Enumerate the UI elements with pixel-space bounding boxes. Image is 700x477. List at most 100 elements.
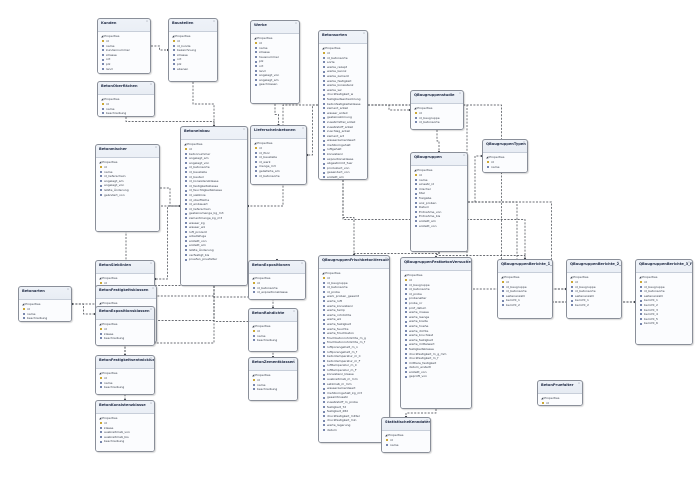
collapse-chevron-icon[interactable]: ˄: [548, 261, 550, 266]
collapse-chevron-icon[interactable]: ˄: [302, 127, 304, 132]
collapse-chevron-icon[interactable]: ˄: [578, 382, 580, 387]
entity-title[interactable]: BetonExpositionsklassen˄: [96, 307, 154, 321]
collapse-chevron-icon[interactable]: ˄: [152, 287, 154, 292]
collapse-chevron-icon[interactable]: ˄: [150, 262, 152, 267]
entity-betonfestigkeitsentwicklung[interactable]: BetonFestigkeitsentwicklung˄◢ Properties…: [95, 355, 155, 395]
collapse-chevron-icon[interactable]: ˄: [523, 141, 525, 146]
properties-section-label[interactable]: ◢ Properties: [322, 271, 341, 275]
properties-section-label[interactable]: ◢ Properties: [254, 141, 273, 145]
properties-section-label[interactable]: ◢ Properties: [99, 416, 118, 420]
properties-section-label[interactable]: ◢ Properties: [184, 142, 203, 146]
entity-title[interactable]: Betonsorten˄: [319, 31, 367, 45]
entity-title[interactable]: BetonFestigkeitsklassen˄: [96, 286, 156, 300]
entity-title[interactable]: Betonmischer˄: [96, 145, 159, 159]
collapse-chevron-icon[interactable]: ˄: [150, 83, 152, 88]
properties-section-label[interactable]: ◢ Properties: [254, 36, 273, 40]
collapse-chevron-icon[interactable]: ˄: [617, 261, 619, 266]
properties-section-label[interactable]: ◢ Properties: [252, 276, 271, 280]
properties-section-label[interactable]: ◢ Properties: [541, 396, 560, 400]
entity-title[interactable]: QBaugruppenFrischbetonVersuche˄: [319, 256, 389, 270]
entity-title[interactable]: BetonZementklassen˄: [249, 358, 297, 372]
entity-title[interactable]: QBaugruppenBerichte_1_II˄: [498, 260, 552, 274]
collapse-chevron-icon[interactable]: ˄: [293, 310, 295, 315]
entity-title[interactable]: QBaugruppenstudie˄: [411, 91, 463, 105]
properties-section-label[interactable]: ◢ Properties: [99, 371, 118, 375]
collapse-chevron-icon[interactable]: ˄: [243, 128, 245, 133]
entity-title[interactable]: BetonSieblinien˄: [96, 261, 154, 275]
entity-title[interactable]: BetonExpositionen˄: [249, 261, 305, 275]
entity-title[interactable]: QBaugruppenBerichte_3_IV˄: [636, 260, 692, 274]
entity-qbaugruppenfrischbetonversuche[interactable]: QBaugruppenFrischbetonVersuche˄◢ Propert…: [318, 255, 390, 443]
entity-title[interactable]: Betoneinbau˄: [181, 127, 247, 141]
entity-title[interactable]: QBaugruppenBerichte_2_III˄: [567, 260, 621, 274]
properties-section-label[interactable]: ◢ Properties: [99, 160, 118, 164]
collapse-chevron-icon[interactable]: ˄: [426, 419, 428, 424]
collapse-chevron-icon[interactable]: ˄: [213, 20, 215, 25]
properties-section-label[interactable]: ◢ Properties: [414, 106, 433, 110]
collapse-chevron-icon[interactable]: ˄: [150, 357, 152, 362]
collapse-chevron-icon[interactable]: ˄: [463, 154, 465, 159]
collapse-chevron-icon[interactable]: ˄: [688, 261, 690, 266]
collapse-chevron-icon[interactable]: ˄: [385, 257, 387, 262]
collapse-chevron-icon[interactable]: ˄: [150, 308, 152, 313]
collapse-chevron-icon[interactable]: ˄: [293, 359, 295, 364]
collapse-chevron-icon[interactable]: ˄: [467, 259, 469, 264]
properties-section-label[interactable]: ◢ Properties: [101, 34, 120, 38]
properties-section-label[interactable]: ◢ Properties: [22, 302, 41, 306]
properties-section-label[interactable]: ◢ Properties: [570, 275, 589, 279]
properties-section-label[interactable]: ◢ Properties: [172, 34, 191, 38]
properties-section-label[interactable]: ◢ Properties: [639, 275, 658, 279]
entity-title[interactable]: Betonarten˄: [19, 287, 71, 301]
entity-title[interactable]: Lieferscheinbetonen˄: [251, 126, 306, 140]
properties-section-label[interactable]: ◢ Properties: [486, 155, 505, 159]
properties-section-label[interactable]: ◢ Properties: [322, 46, 341, 50]
properties-section-label[interactable]: ◢ Properties: [252, 324, 271, 328]
collapse-chevron-icon[interactable]: ˄: [146, 20, 148, 25]
collapse-chevron-icon[interactable]: ˄: [150, 402, 152, 407]
properties-section-label[interactable]: ◢ Properties: [101, 97, 120, 101]
entity-title[interactable]: StatistischeKenndaten˄: [382, 418, 430, 432]
properties-section-label[interactable]: ◢ Properties: [99, 276, 118, 280]
properties-section-label[interactable]: ◢ Properties: [252, 373, 271, 377]
entity-title[interactable]: QBaugruppen˄: [411, 153, 467, 167]
entity-title[interactable]: Baustellen˄: [169, 19, 217, 33]
entity-title[interactable]: QBaugruppenTypen˄: [483, 140, 527, 154]
entity-title[interactable]: BetonPruefalter˄: [538, 381, 582, 395]
collapse-chevron-icon[interactable]: ˄: [459, 92, 461, 97]
properties-section-label[interactable]: ◢ Properties: [385, 433, 404, 437]
entity-title[interactable]: Kunden˄: [98, 19, 150, 33]
entity-title[interactable]: BetonKonsistenzklasse˄: [96, 401, 154, 415]
properties-section-label[interactable]: ◢ Properties: [501, 275, 520, 279]
entity-title[interactable]: BetonOberflächen˄: [98, 82, 154, 96]
collapse-chevron-icon[interactable]: ˄: [363, 32, 365, 37]
properties-section-label[interactable]: ◢ Properties: [404, 273, 423, 277]
collapse-chevron-icon[interactable]: ˄: [67, 288, 69, 293]
collapse-chevron-icon[interactable]: ˄: [155, 146, 157, 151]
entity-qbaugruppenfestbetonversuche[interactable]: QBaugruppenFestbetonVersuche˄◢ Propertie…: [400, 257, 472, 409]
entity-title[interactable]: QBaugruppenFestbetonVersuche˄: [401, 258, 471, 272]
entity-title[interactable]: Werke˄: [251, 21, 299, 35]
collapse-chevron-icon[interactable]: ˄: [295, 22, 297, 27]
